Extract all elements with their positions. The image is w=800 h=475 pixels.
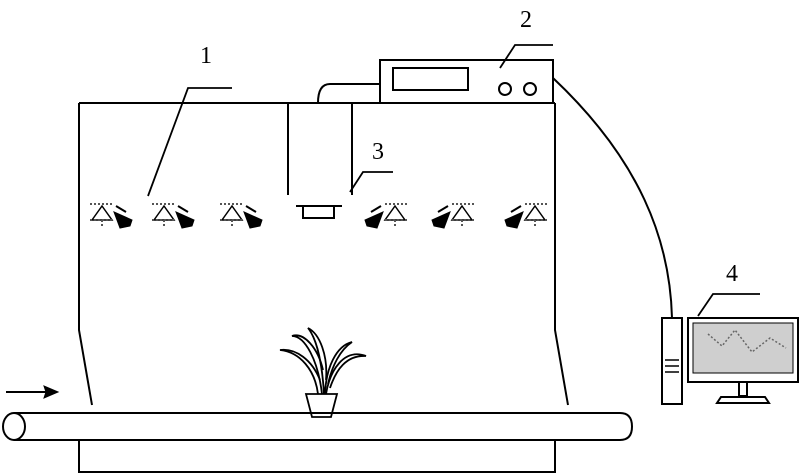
- led-diode-icon: [504, 203, 547, 229]
- led-diode-icon: [431, 203, 474, 229]
- callout-label-4: 4: [726, 261, 738, 287]
- controller-knob-left: [498, 82, 512, 96]
- controller-knob-right: [523, 82, 537, 96]
- plant-leaf: [324, 341, 353, 395]
- light-sensor-icon: [296, 205, 342, 219]
- leader-line-3: [349, 171, 393, 193]
- leader-line-1: [147, 87, 232, 197]
- led-array: [90, 203, 547, 229]
- plant-leaf: [307, 327, 328, 395]
- desktop-computer-icon: [661, 317, 799, 405]
- led-diode-icon: [90, 203, 133, 229]
- led-diode-icon: [364, 203, 407, 229]
- right-arrow-icon: [6, 385, 60, 399]
- computer-tower: [661, 317, 683, 405]
- callout-leaders: [147, 44, 760, 317]
- plant-leaf: [291, 334, 324, 395]
- callout-label-3: 3: [372, 139, 384, 165]
- led-diode-icon: [152, 203, 195, 229]
- plant-leaf: [325, 353, 367, 395]
- leader-line-4: [697, 293, 760, 317]
- data-cable: [552, 77, 673, 319]
- potted-plant-icon: [279, 327, 367, 418]
- controller-cable: [317, 83, 380, 104]
- controller-display: [392, 67, 469, 91]
- leader-line-2: [499, 44, 553, 69]
- sensor-mount: [287, 103, 353, 195]
- monitor-screen: [692, 322, 794, 374]
- conveyor-belt: [2, 412, 634, 441]
- led-diode-icon: [220, 203, 263, 229]
- plant-leaf: [279, 348, 321, 395]
- callout-label-2: 2: [520, 7, 532, 33]
- callout-label-1: 1: [200, 43, 212, 69]
- controller-box: [317, 59, 554, 104]
